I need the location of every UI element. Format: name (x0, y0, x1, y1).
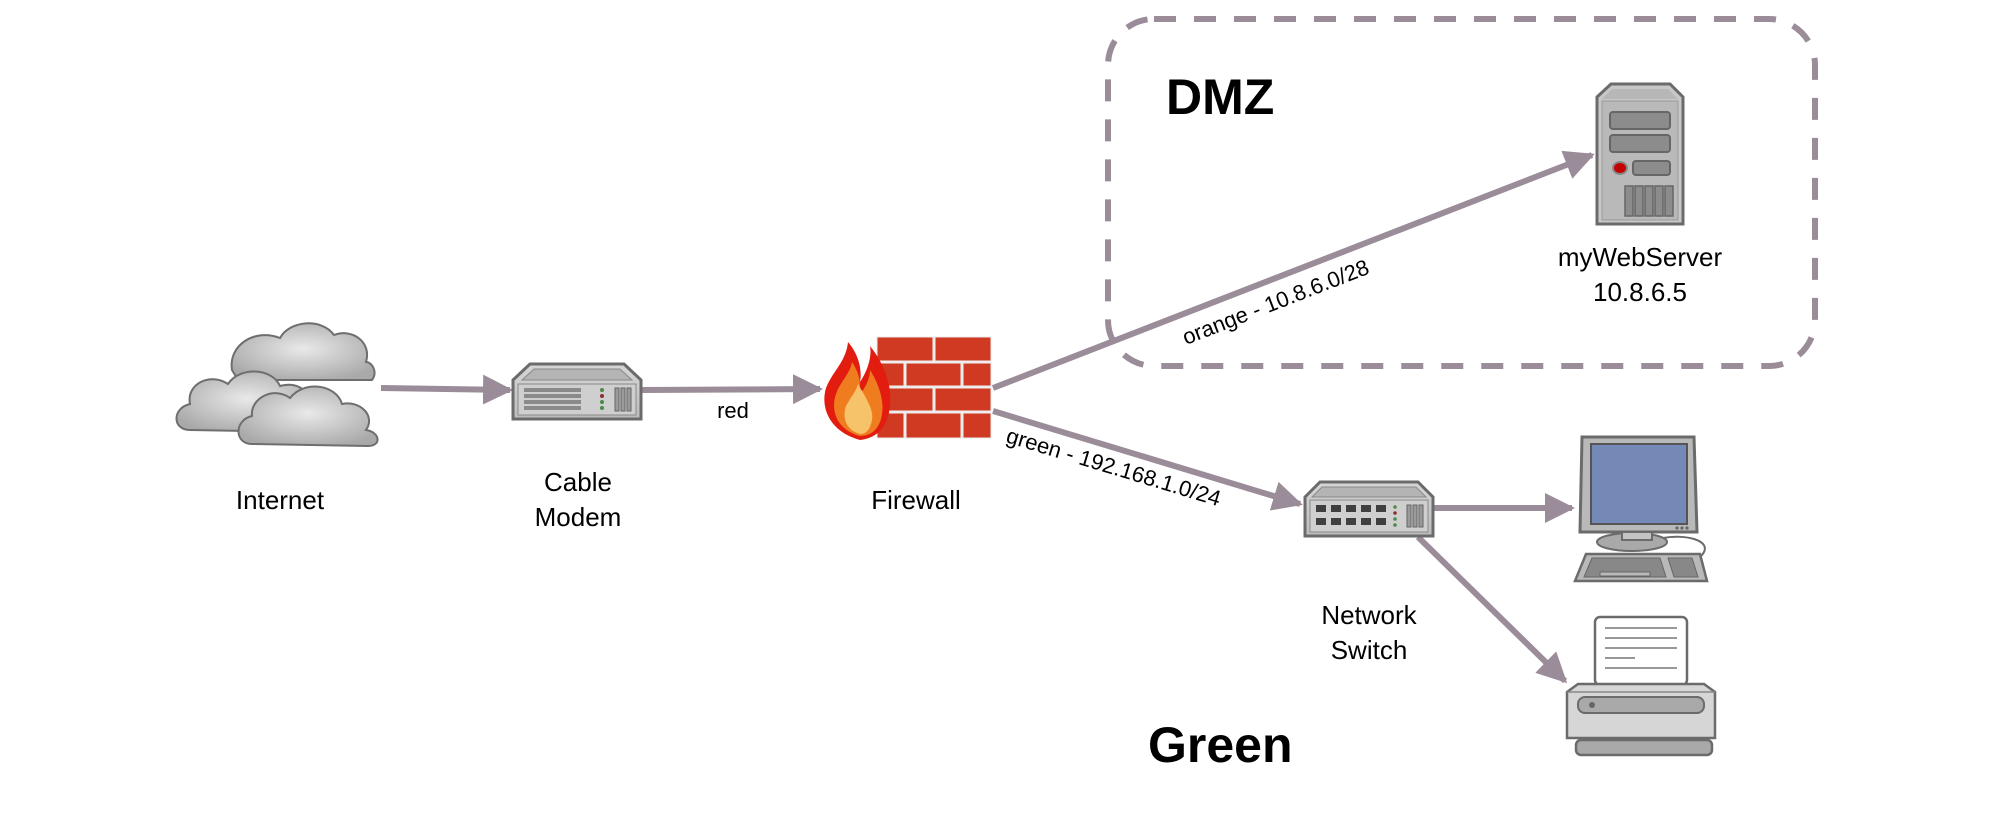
links (380, 150, 1595, 684)
switch-label-line2: Switch (1331, 635, 1408, 665)
desktop-computer-icon[interactable] (1573, 435, 1709, 583)
modem-label-line2: Modem (535, 502, 622, 532)
link-switch-printer[interactable] (1415, 534, 1568, 684)
cable-modem-icon[interactable] (511, 362, 643, 421)
dmz-zone: DMZ (1105, 16, 1818, 369)
network-switch-icon[interactable] (1303, 480, 1435, 538)
dmz-zone-border (1105, 16, 1818, 369)
server-icon[interactable] (1595, 82, 1685, 226)
modem-label-line1: Cable (544, 467, 612, 497)
link-internet-modem[interactable] (380, 374, 513, 405)
link-label-green: green - 192.168.1.0/24 (1004, 423, 1224, 511)
firewall-icon[interactable] (824, 336, 992, 440)
printer-icon[interactable] (1565, 615, 1717, 757)
webserver-label-line2: 10.8.6.5 (1593, 277, 1687, 307)
switch-label-line1: Network (1321, 600, 1417, 630)
webserver-label-line1: myWebServer (1558, 242, 1723, 272)
cloud-icon[interactable] (175, 322, 379, 448)
firewall-label: Firewall (871, 485, 961, 515)
link-firewall-webserver[interactable] (991, 150, 1595, 391)
internet-label: Internet (236, 485, 325, 515)
link-firewall-switch[interactable] (992, 408, 1303, 511)
dmz-zone-label: DMZ (1166, 69, 1274, 125)
link-label-red: red (717, 398, 749, 423)
green-zone-label: Green (1148, 717, 1293, 773)
link-modem-firewall[interactable] (640, 374, 823, 405)
